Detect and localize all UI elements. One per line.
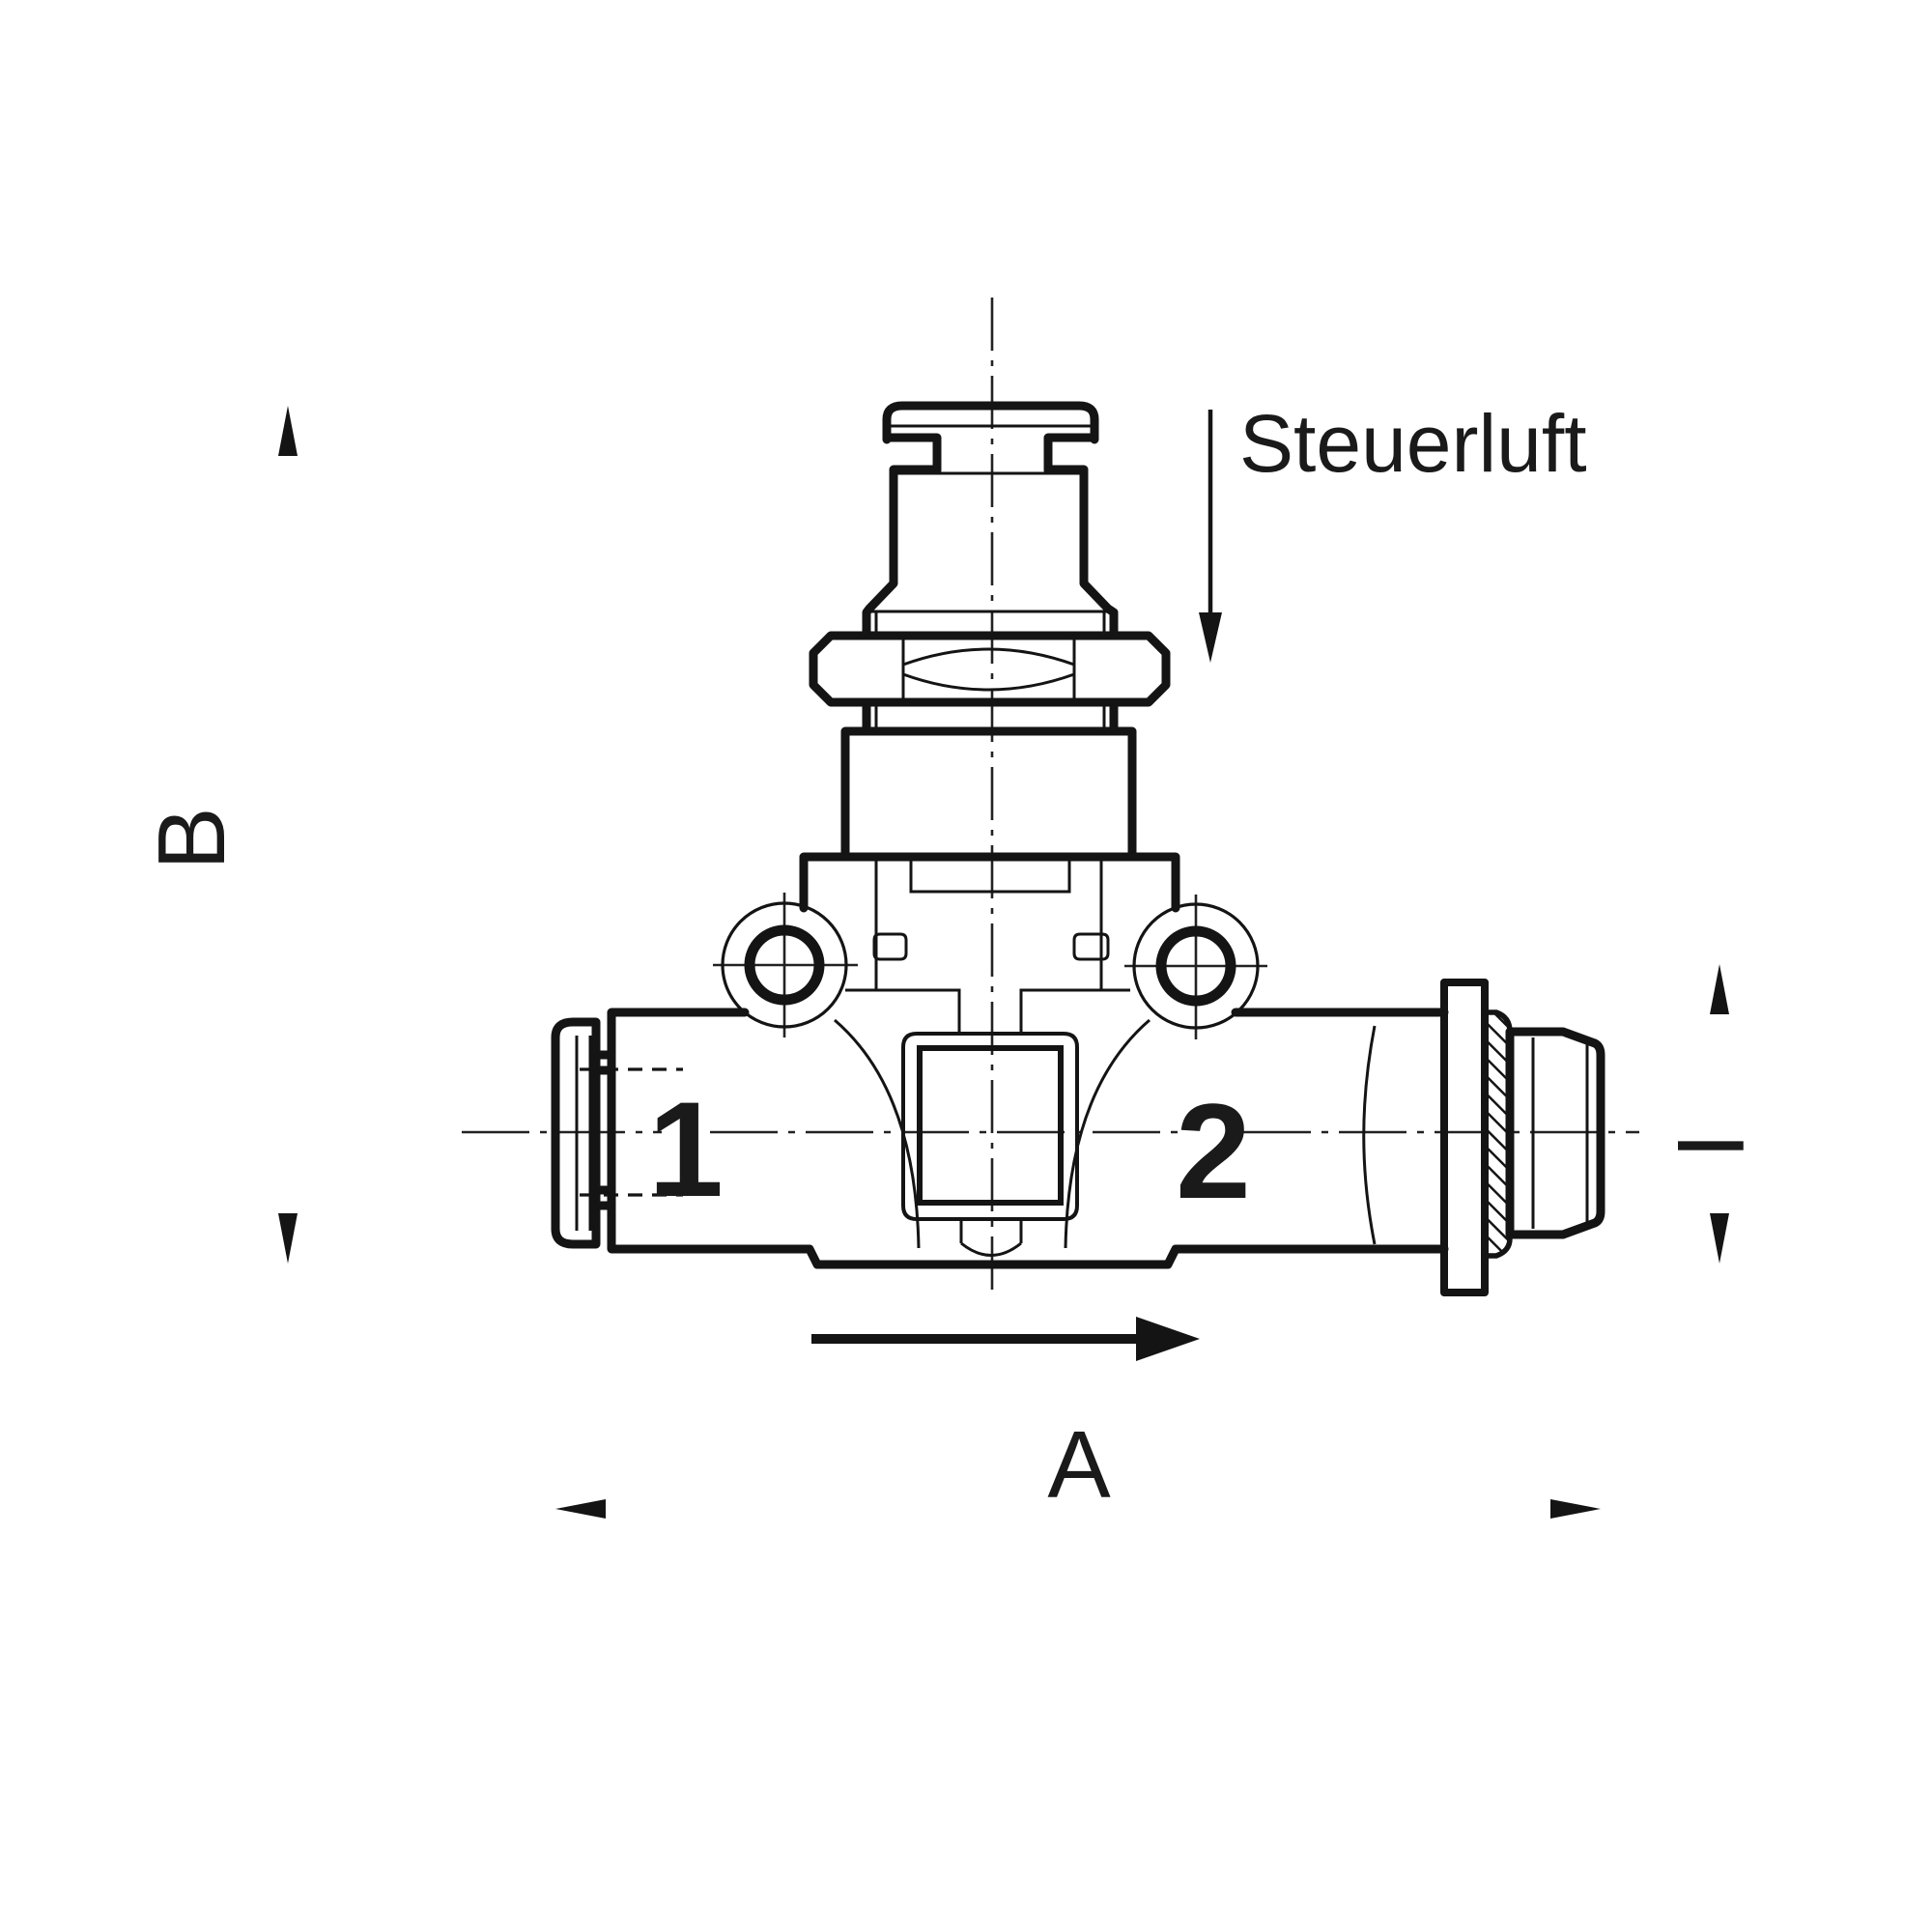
left-boss-crosshair	[713, 893, 858, 1037]
chamber-inner	[917, 1045, 1064, 1206]
control-air-arrow	[1199, 410, 1222, 663]
length-dim-label: A	[1047, 1411, 1111, 1518]
male-thread-plug	[1505, 1027, 1605, 1239]
body-tube-outline	[591, 1008, 1449, 1269]
right-flange	[1440, 979, 1489, 1296]
hidden-bore-lines	[580, 1067, 683, 1197]
dim-a-arrow-right-icon	[1550, 1499, 1601, 1519]
fitting-thin-lines	[871, 424, 1108, 731]
top-fitting-cap	[862, 401, 1119, 640]
flow-arrow-head-icon	[1136, 1317, 1200, 1361]
thread-dim-label: I	[1658, 1132, 1764, 1158]
left-release-cap	[551, 1017, 601, 1249]
body-thin-verticals	[874, 860, 1103, 990]
left-cap-inner-lines	[575, 1036, 592, 1231]
tube-surface-wave	[1362, 1025, 1377, 1245]
flow-direction-arrow	[811, 1317, 1200, 1361]
shoulder-arcs	[834, 1018, 1151, 1249]
right-boss-crosshair	[1124, 895, 1267, 1039]
right-boss-inner	[1155, 925, 1236, 1007]
control-air-label: Steuerluft	[1239, 398, 1587, 489]
hex-nut	[809, 631, 1171, 707]
drawing-labels: Steuerluft B A I 1 2	[138, 398, 1764, 1518]
pilot-port-right	[1072, 932, 1110, 961]
port-1-label: 1	[648, 1073, 724, 1225]
thick-outlines	[551, 401, 1605, 1296]
plug-inner-lines	[1531, 1037, 1589, 1229]
chamber-outer	[901, 1032, 1079, 1221]
port-2-label: 2	[1176, 1075, 1251, 1227]
internal-passages	[845, 988, 1130, 1034]
dim-a-arrow-left-icon	[555, 1499, 606, 1519]
pilot-port-left	[872, 932, 908, 961]
dimension-arrowheads	[278, 406, 1729, 1519]
dim-i-arrow-down-icon	[1710, 1213, 1729, 1264]
lower-channel	[959, 1219, 1023, 1257]
internal-thin-edges	[575, 424, 1589, 1257]
right-boss-outer	[1132, 902, 1260, 1030]
left-boss-outer	[721, 901, 848, 1029]
left-boss-inner	[744, 924, 825, 1006]
dim-b-arrow-up-icon	[278, 406, 298, 456]
control-air-arrow-head-icon	[1199, 612, 1222, 663]
dimension-lines	[274, 406, 1737, 1567]
dim-i-arrow-up-icon	[1710, 964, 1729, 1014]
height-dim-label: B	[138, 807, 244, 869]
fitting-collars-housing	[799, 697, 1180, 913]
dim-b-arrow-down-icon	[278, 1213, 298, 1264]
body-recess-rect	[909, 858, 1071, 894]
